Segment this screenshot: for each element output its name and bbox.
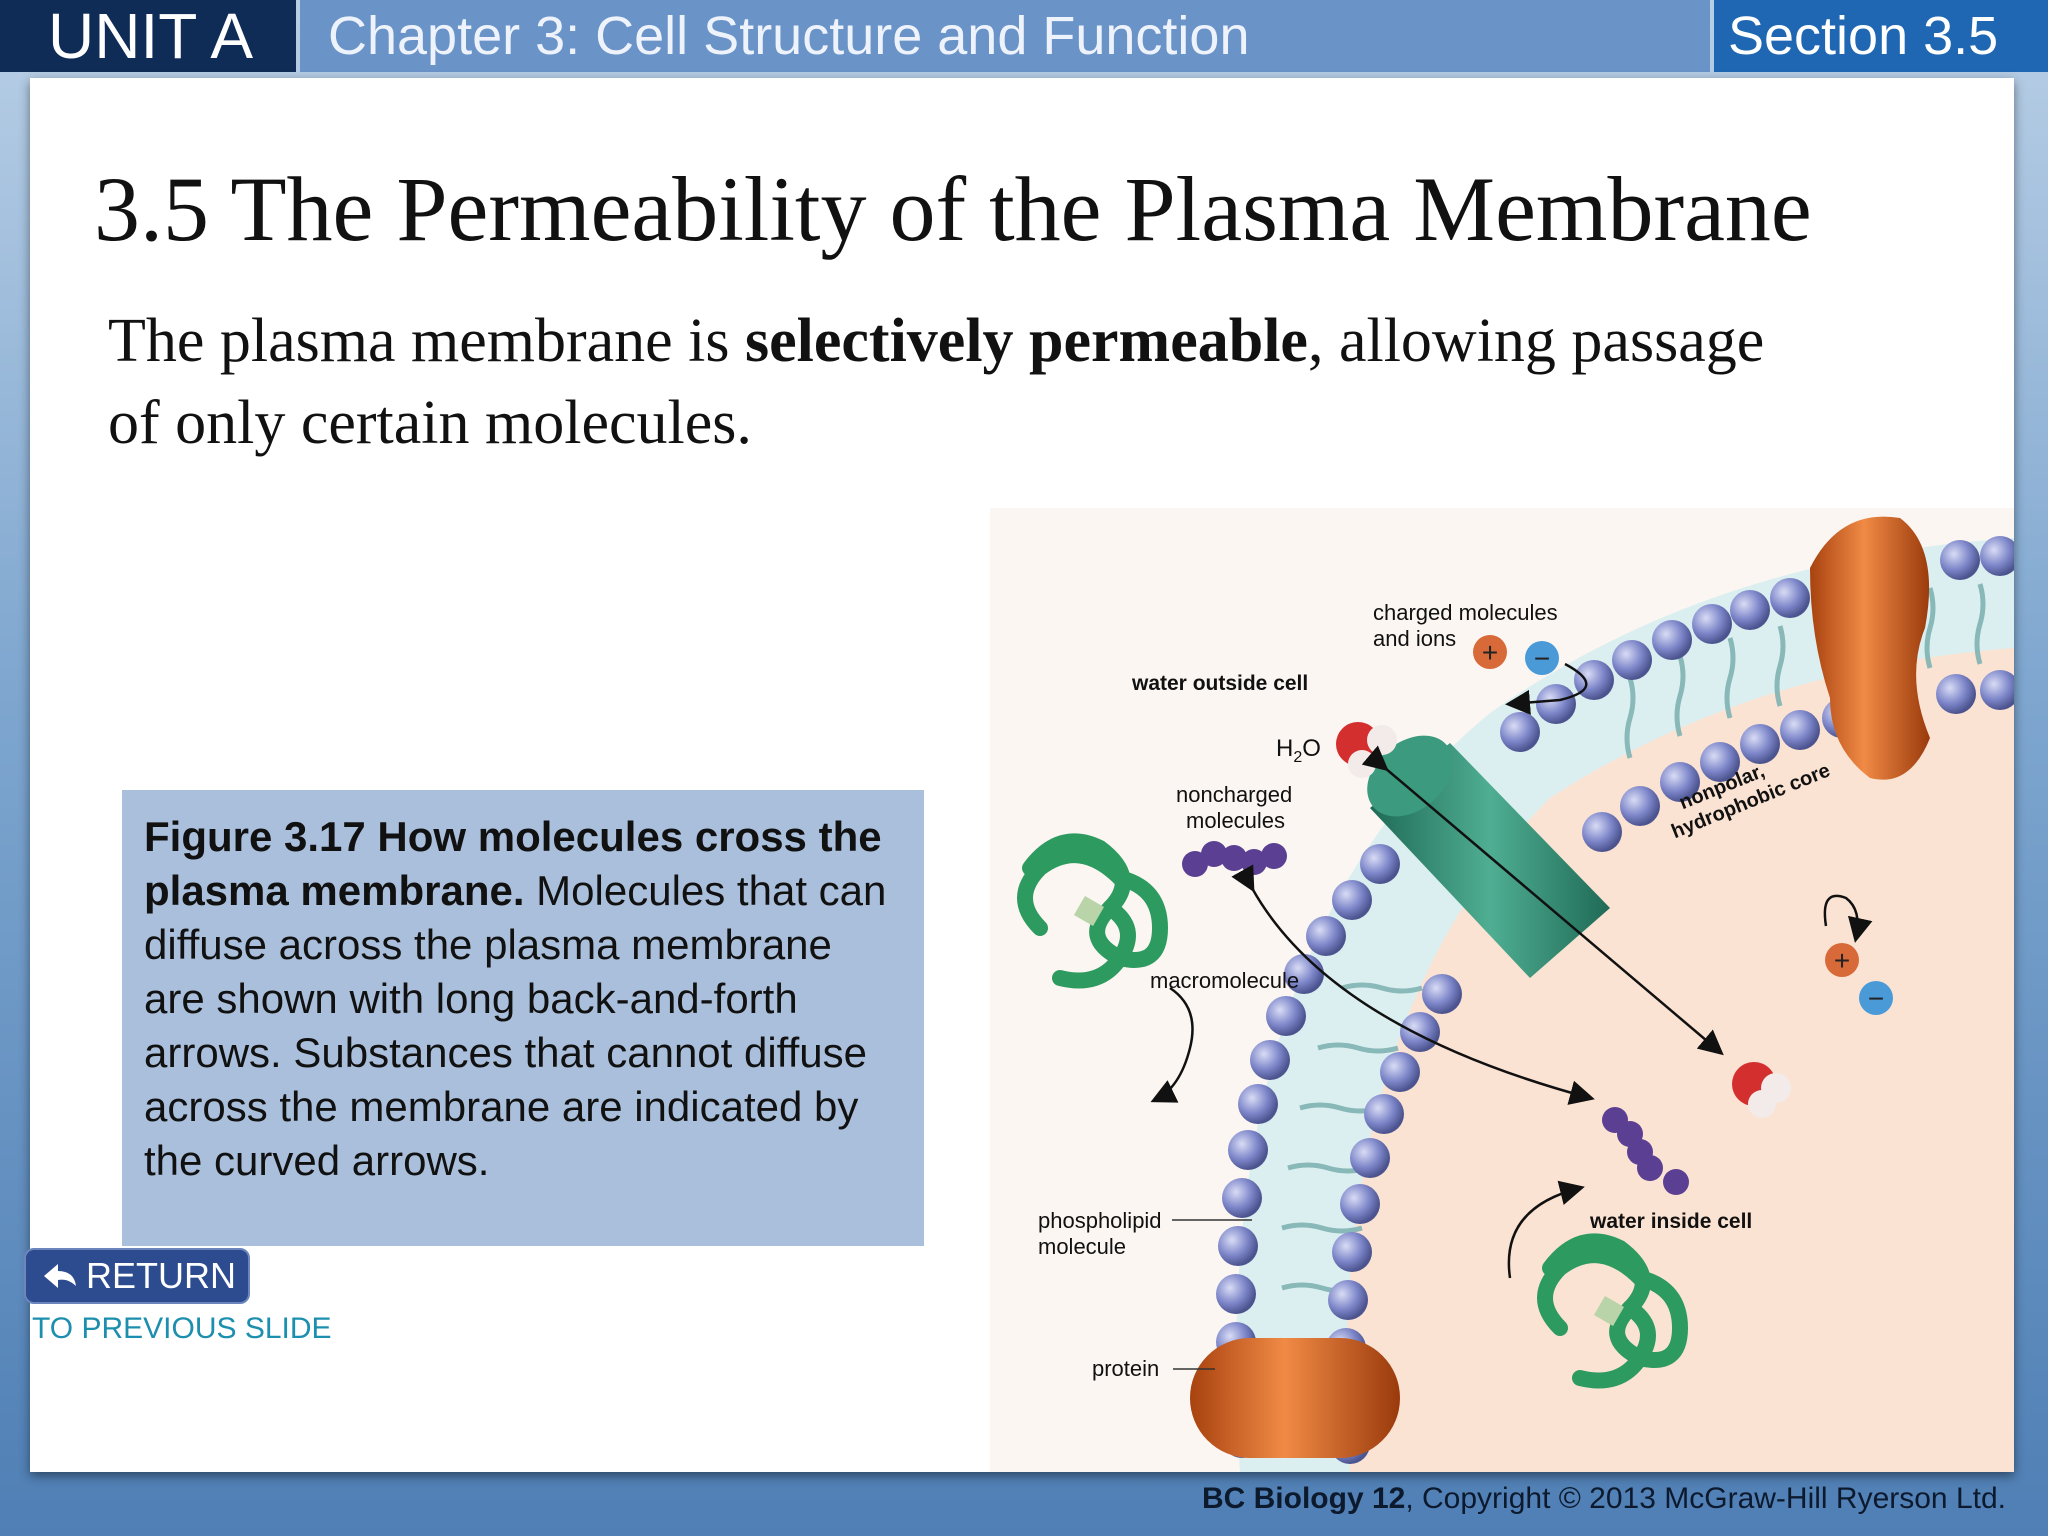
caption-title: Figure 3.17 How molecules cross the plas… — [144, 813, 882, 914]
body-text-end: , allowing passage of only certain molec… — [108, 307, 1765, 457]
figure-caption: Figure 3.17 How molecules cross the plas… — [122, 790, 924, 1246]
label-h2o-h: H — [1276, 735, 1293, 762]
unit-label: UNIT A — [0, 0, 296, 72]
label-phospholipid: phospholipid — [1038, 1208, 1162, 1233]
body-text-bold: selectively permeable — [745, 307, 1308, 375]
blocked-arrows — [1150, 662, 1873, 1279]
label-phospholipid-molecule: molecule — [1038, 1234, 1126, 1259]
label-h2o-o: O — [1302, 735, 1321, 762]
positive-ion-outside — [1473, 635, 1507, 669]
footer-book-title: BC Biology 12 — [1201, 1482, 1406, 1515]
label-h2o: H2O — [1276, 735, 1321, 766]
footer-copyright: BC Biology 12, Copyright © 2013 McGraw-H… — [1202, 1482, 2006, 1516]
macromolecule-outside — [1017, 833, 1169, 989]
body-text-start: The plasma membrane is — [108, 307, 746, 375]
membrane-diagram: + − + − charged molecules and ions water… — [990, 508, 2014, 1472]
footer-copyright-text: , Copyright © 2013 McGraw-Hill Ryerson L… — [1405, 1482, 2006, 1515]
positive-ion-inside-symbol: + — [1834, 945, 1850, 976]
chapter-title: Chapter 3: Cell Structure and Function — [300, 0, 1710, 72]
return-button[interactable]: RETURN — [24, 1248, 250, 1304]
carrier-protein-bottom — [1190, 1338, 1400, 1458]
macromolecule-core-outside — [1073, 895, 1105, 927]
label-noncharged: noncharged — [1176, 782, 1292, 807]
label-h2o-sub: 2 — [1293, 749, 1302, 766]
body-text: The plasma membrane is selectively perme… — [108, 300, 1808, 464]
negative-ion-outside — [1525, 641, 1559, 675]
label-water-inside: water inside cell — [1589, 1210, 1752, 1233]
positive-ion-inside — [1825, 943, 1859, 977]
caption-text: Molecules that can diffuse across the pl… — [144, 867, 887, 1184]
header-bar: UNIT A Chapter 3: Cell Structure and Fun… — [0, 0, 2048, 72]
carrier-protein-top — [1810, 516, 1930, 780]
positive-ion-outside-symbol: + — [1482, 637, 1498, 668]
section-label: Section 3.5 — [1714, 0, 2048, 72]
label-leader-lines — [1172, 1219, 1252, 1370]
label-macromolecule: macromolecule — [1150, 968, 1299, 993]
label-charged-molecules: charged molecules — [1373, 600, 1558, 625]
slide-title: 3.5 The Permeability of the Plasma Membr… — [94, 158, 1812, 260]
label-protein: protein — [1092, 1356, 1159, 1381]
label-water-outside: water outside cell — [1131, 672, 1308, 695]
macromolecule-core-inside — [1593, 1295, 1625, 1327]
label-and-ions: and ions — [1373, 626, 1456, 651]
macromolecule-inside — [1537, 1233, 1689, 1389]
noncharged-molecule-inside — [1602, 1107, 1689, 1195]
diffusion-arrows — [1231, 745, 1724, 1105]
slide-content: 3.5 The Permeability of the Plasma Membr… — [30, 78, 2014, 1472]
label-molecules: molecules — [1186, 808, 1285, 833]
negative-ion-inside-symbol: − — [1868, 983, 1884, 1014]
return-arrow-icon — [44, 1264, 76, 1288]
negative-ion-inside — [1859, 981, 1893, 1015]
negative-ion-outside-symbol: − — [1534, 643, 1550, 674]
return-sublabel[interactable]: TO PREVIOUS SLIDE — [32, 1312, 332, 1345]
return-label: RETURN — [86, 1255, 236, 1296]
water-molecule-inside — [1732, 1062, 1791, 1118]
